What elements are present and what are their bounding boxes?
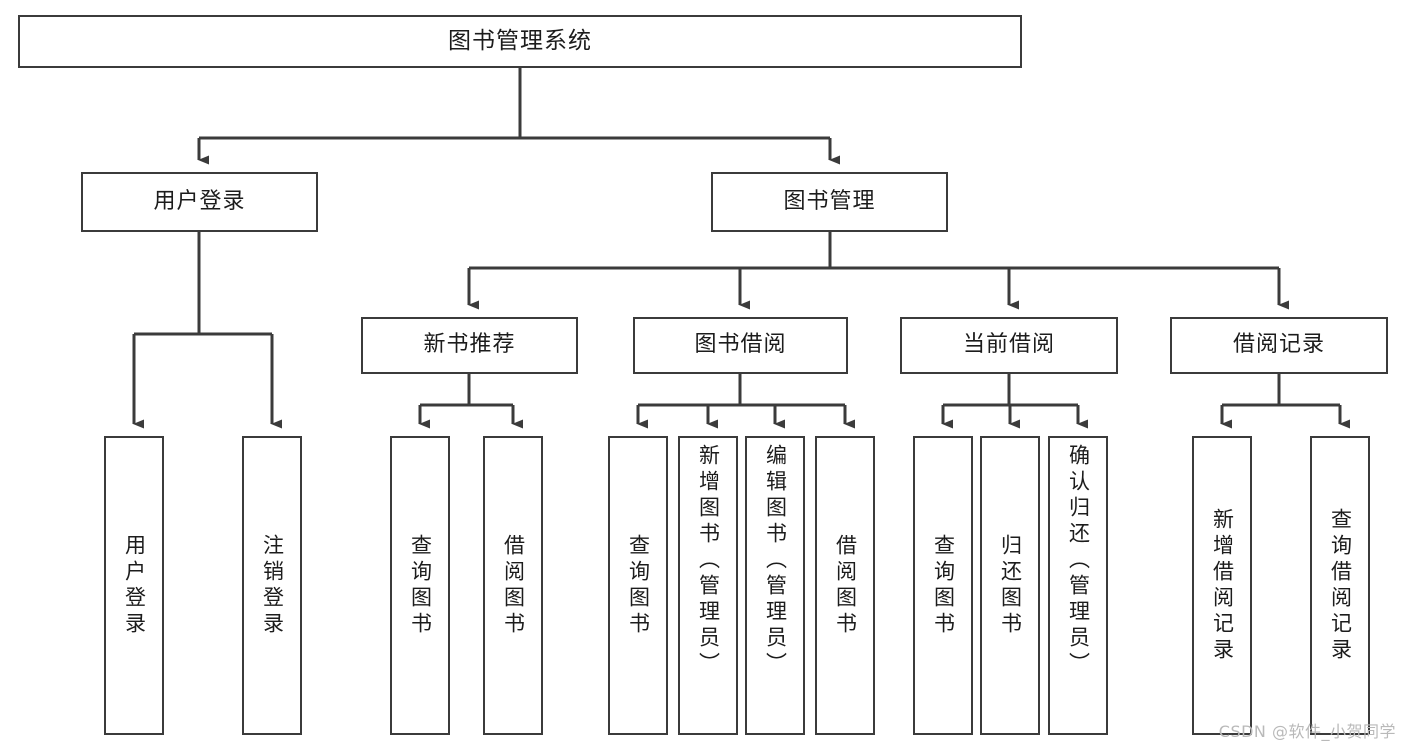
node-leaf-current-query-book-label: 查询图书 (931, 533, 956, 638)
node-leaf-add-book-admin-label: 新增图书（管理员） (696, 444, 721, 678)
node-leaf-logout[interactable]: 注销登录 (242, 436, 302, 735)
node-book-management-label: 图书管理 (783, 188, 876, 214)
node-leaf-logout-label: 注销登录 (260, 533, 285, 638)
node-leaf-newbook-query-book[interactable]: 查询图书 (390, 436, 450, 735)
csdn-watermark: CSDN @软件_小贺同学 (1218, 722, 1396, 741)
node-root-system[interactable]: 图书管理系统 (18, 15, 1022, 68)
node-leaf-borrow-book-label: 借阅图书 (833, 533, 858, 638)
node-leaf-edit-book-admin-label: 编辑图书（管理员） (763, 444, 788, 678)
node-borrow-record-label: 借阅记录 (1232, 332, 1325, 358)
node-leaf-query-borrow-record-label: 查询借阅记录 (1328, 507, 1353, 664)
node-new-book-recommend-label: 新书推荐 (423, 332, 516, 358)
node-leaf-borrow-query-book-label: 查询图书 (626, 533, 651, 638)
node-leaf-user-login[interactable]: 用户登录 (104, 436, 164, 735)
node-book-borrow-label: 图书借阅 (694, 332, 787, 358)
node-leaf-return-book-label: 归还图书 (998, 533, 1023, 638)
node-leaf-add-book-admin[interactable]: 新增图书（管理员） (678, 436, 738, 735)
node-current-borrow-label: 当前借阅 (962, 332, 1055, 358)
node-current-borrow[interactable]: 当前借阅 (900, 317, 1118, 374)
node-book-management[interactable]: 图书管理 (711, 172, 948, 232)
node-leaf-return-book[interactable]: 归还图书 (980, 436, 1040, 735)
node-root-system-label: 图书管理系统 (448, 27, 592, 54)
node-book-borrow[interactable]: 图书借阅 (633, 317, 848, 374)
node-leaf-confirm-return-admin[interactable]: 确认归还（管理员） (1048, 436, 1108, 735)
node-leaf-user-login-label: 用户登录 (122, 533, 147, 638)
node-leaf-newbook-query-book-label: 查询图书 (408, 533, 433, 638)
node-leaf-confirm-return-admin-label: 确认归还（管理员） (1066, 444, 1091, 678)
node-leaf-newbook-borrow-book[interactable]: 借阅图书 (483, 436, 543, 735)
node-leaf-newbook-borrow-book-label: 借阅图书 (501, 533, 526, 638)
node-leaf-borrow-query-book[interactable]: 查询图书 (608, 436, 668, 735)
node-leaf-add-borrow-record-label: 新增借阅记录 (1210, 507, 1235, 664)
node-leaf-borrow-book[interactable]: 借阅图书 (815, 436, 875, 735)
node-leaf-add-borrow-record[interactable]: 新增借阅记录 (1192, 436, 1252, 735)
node-new-book-recommend[interactable]: 新书推荐 (361, 317, 578, 374)
node-leaf-query-borrow-record[interactable]: 查询借阅记录 (1310, 436, 1370, 735)
node-user-login[interactable]: 用户登录 (81, 172, 318, 232)
node-leaf-current-query-book[interactable]: 查询图书 (913, 436, 973, 735)
node-borrow-record[interactable]: 借阅记录 (1170, 317, 1388, 374)
node-user-login-label: 用户登录 (153, 188, 246, 214)
node-leaf-edit-book-admin[interactable]: 编辑图书（管理员） (745, 436, 805, 735)
